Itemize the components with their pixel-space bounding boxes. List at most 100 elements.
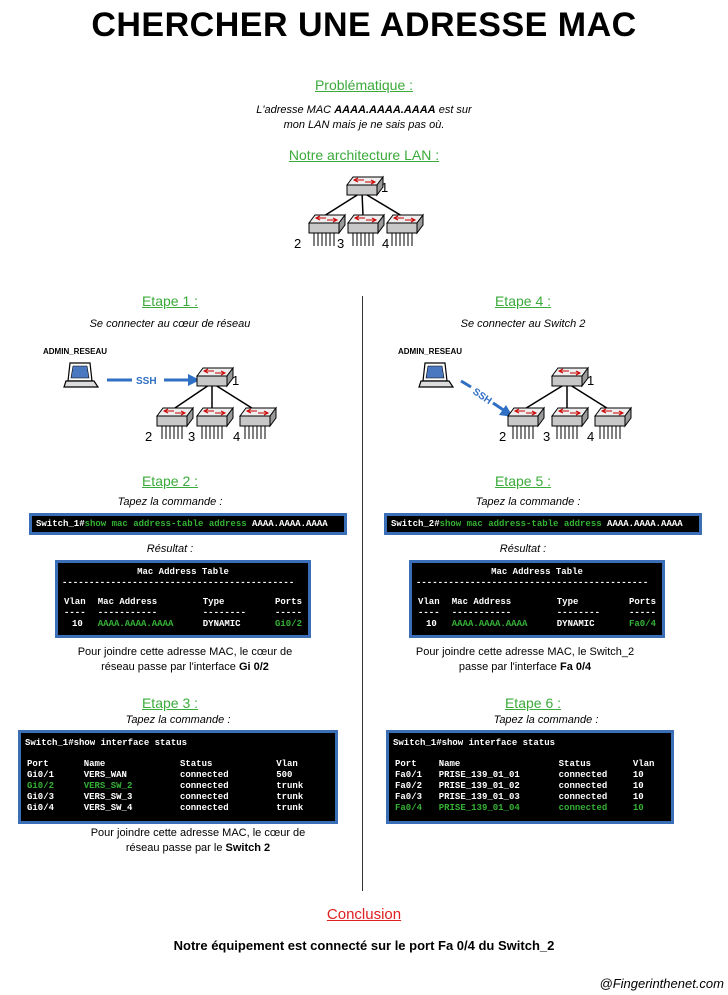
col-port: Port — [27, 759, 49, 769]
step1-ssh-label: SSH — [136, 376, 157, 387]
mac-table-dashes: ---- ----------- -------- ----- — [62, 608, 304, 619]
cell: VERS_SW_4 — [83, 803, 133, 813]
step5-conclusion-line2: passe par l'interface — [458, 661, 560, 673]
architecture-heading: Notre architecture LAN : — [288, 147, 440, 163]
page-title: CHERCHER UNE ADRESSE MAC — [91, 6, 637, 44]
switch-2-icon — [507, 407, 545, 440]
cell-vlan: 10 — [72, 619, 83, 629]
credit: @Fingerinthenet.com — [599, 976, 724, 991]
cell: 10 — [632, 792, 644, 802]
step5-conclusion: Pour joindre cette adresse MAC, le Switc… — [360, 645, 690, 675]
interface-header: Port Name Status Vlan — [25, 759, 331, 770]
cell: VERS_SW_2 — [83, 781, 133, 791]
cell: PRISE_139_01_03 — [438, 792, 520, 802]
col-type: Type — [202, 597, 225, 607]
cell-port: Gi0/2 — [274, 619, 302, 629]
col-mac: Mac Address — [97, 597, 158, 607]
mac-table: Vlan Mac Address Type Ports ---- -------… — [416, 597, 658, 630]
dash: ----------- — [97, 608, 158, 618]
switch-3-icon — [551, 407, 589, 440]
step4-admin-label: ADMIN_RESEAU — [398, 347, 462, 356]
cell: connected — [558, 781, 608, 791]
dash: ----- — [274, 608, 302, 618]
step5-conclusion-bold: Fa 0/4 — [559, 661, 592, 673]
problem-mac: AAAA.AAAA.AAAA — [334, 104, 436, 116]
step3-heading: Etape 3 : — [141, 695, 199, 711]
cell: Gi0/1 — [27, 770, 55, 780]
step2-conclusion-line1: Pour joindre cette adresse MAC, le cœur … — [77, 646, 293, 658]
arch-label-3: 3 — [337, 236, 344, 251]
step2-prompt: Switch_1# — [36, 519, 85, 529]
step2-instruction: Tapez la commande : — [117, 496, 223, 508]
mac-table-title: Mac Address Table — [491, 567, 583, 577]
col-vlan: Vlan — [276, 759, 298, 769]
cell: trunk — [276, 781, 304, 791]
cell: Gi0/4 — [27, 803, 55, 813]
cell: Fa0/3 — [395, 792, 423, 802]
col-name: Name — [438, 759, 461, 769]
cell-mac: AAAA.AAAA.AAAA — [97, 619, 174, 629]
step5-command-terminal: Switch_2#show mac address-table address … — [384, 513, 702, 535]
step5-prompt: Switch_2# — [391, 519, 440, 529]
step3-command-line: Switch_1#show interface status — [25, 738, 188, 748]
col-vlan: Vlan — [64, 597, 86, 607]
step5-result-terminal: Mac Address Table ----------------------… — [409, 560, 665, 638]
dash: ---- — [418, 608, 440, 618]
cell: Fa0/4 — [395, 803, 423, 813]
step6-command-line: Switch_1#show interface status — [393, 738, 556, 748]
cell: connected — [558, 803, 608, 813]
step3-instruction: Tapez la commande : — [125, 714, 231, 726]
col-vlan: Vlan — [632, 759, 655, 769]
step5-command: show mac address-table address — [439, 519, 602, 529]
mac-table: Vlan Mac Address Type Ports ---- -------… — [62, 597, 304, 630]
step5-argument: AAAA.AAAA.AAAA — [601, 519, 683, 529]
mac-table-row: 10 AAAA.AAAA.AAAA DYNAMIC Gi0/2 — [62, 619, 304, 630]
step2-command: show mac address-table address — [84, 519, 247, 529]
cell: VERS_SW_3 — [83, 792, 133, 802]
ssh-arrow-icon — [188, 374, 200, 386]
arch-label-1: 1 — [381, 180, 388, 195]
cell-type: DYNAMIC — [202, 619, 241, 629]
architecture-diagram: 1 2 3 4 — [294, 176, 424, 251]
col-mac: Mac Address — [451, 597, 512, 607]
step3-terminal: Switch_1#show interface status Port Name… — [18, 730, 338, 824]
col-status: Status — [179, 759, 213, 769]
step2-result-label: Résultat : — [146, 543, 194, 555]
step3-conclusion: Pour joindre cette adresse MAC, le cœur … — [0, 826, 396, 856]
step6-heading: Etape 6 : — [504, 695, 562, 711]
col-type: Type — [556, 597, 579, 607]
step4-subtitle: Se connecter au Switch 2 — [460, 318, 586, 330]
cell-port: Fa0/4 — [628, 619, 656, 629]
core-switch-icon — [196, 367, 234, 387]
cell: PRISE_139_01_02 — [438, 781, 520, 791]
step3-conclusion-line1: Pour joindre cette adresse MAC, le cœur … — [90, 827, 306, 839]
cell: connected — [179, 781, 229, 791]
step5-result-label: Résultat : — [499, 543, 547, 555]
problem-line1-pre: L'adresse MAC — [256, 104, 335, 116]
col-ports: Ports — [274, 597, 302, 607]
col-ports: Ports — [628, 597, 656, 607]
cell: connected — [558, 770, 608, 780]
cell: connected — [179, 803, 229, 813]
problem-line2: mon LAN mais je ne sais pas où. — [283, 119, 445, 131]
step1-label-4: 4 — [233, 429, 240, 444]
cell: 10 — [632, 781, 644, 791]
step5-heading: Etape 5 : — [494, 473, 552, 489]
dash: -------- — [202, 608, 246, 618]
step1-label-2: 2 — [145, 429, 152, 444]
interface-header: Port Name Status Vlan — [393, 759, 667, 770]
col-name: Name — [83, 759, 106, 769]
core-switch-icon — [551, 367, 589, 387]
step4-heading: Etape 4 : — [494, 293, 552, 309]
problem-line1-post: est sur — [435, 104, 472, 116]
mac-table-header: Vlan Mac Address Type Ports — [62, 597, 304, 608]
cell: PRISE_139_01_01 — [438, 770, 520, 780]
step1-diagram: ADMIN_RESEAU SSH 1 2 3 4 — [43, 347, 277, 444]
step2-conclusion: Pour joindre cette adresse MAC, le cœur … — [0, 645, 370, 675]
problem-text: L'adresse MAC AAAA.AAAA.AAAA est sur mon… — [0, 103, 728, 133]
cell: connected — [179, 792, 229, 802]
